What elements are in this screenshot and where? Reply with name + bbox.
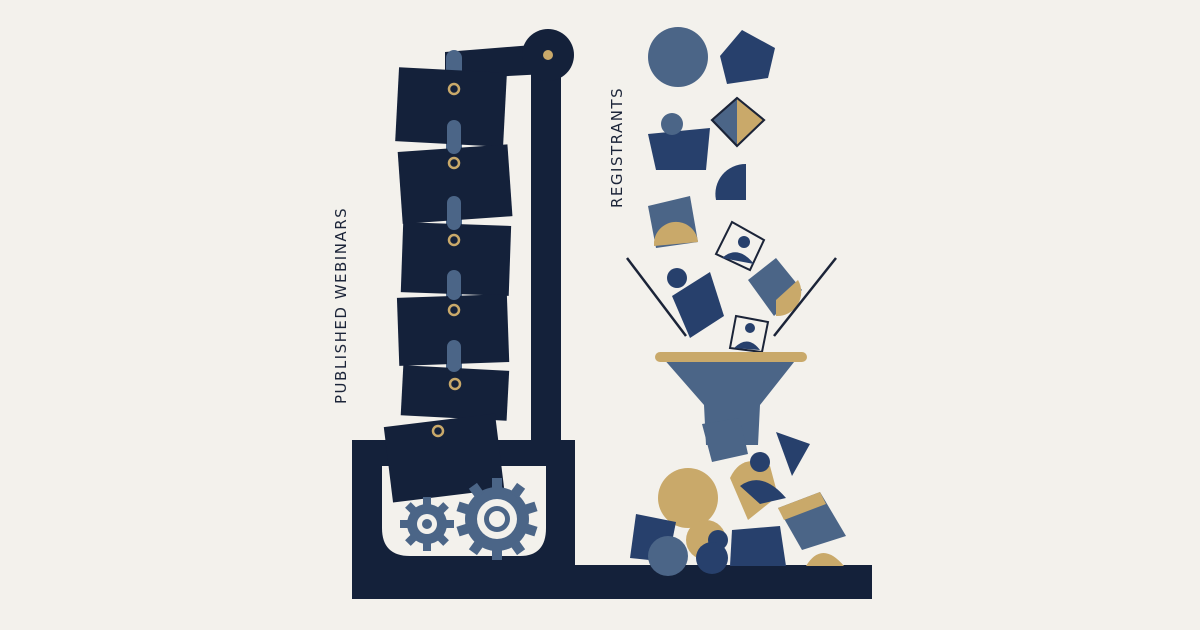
webinar-machine bbox=[352, 29, 872, 599]
registrant-shape bbox=[658, 468, 718, 528]
person-icon bbox=[648, 113, 710, 170]
webinar-card bbox=[395, 67, 507, 147]
machine-arm bbox=[445, 44, 546, 90]
floor-base bbox=[352, 565, 872, 599]
person-icon bbox=[728, 314, 770, 354]
pulley-pin bbox=[543, 50, 553, 60]
person-icon bbox=[730, 452, 786, 520]
registrant-shapes bbox=[626, 27, 846, 576]
webinar-card bbox=[397, 144, 513, 224]
funnel-guide bbox=[626, 257, 687, 337]
webinar-card bbox=[396, 294, 510, 366]
registrant-shape bbox=[748, 258, 802, 317]
webinar-card bbox=[400, 365, 510, 421]
registrant-shape bbox=[648, 27, 708, 87]
registrant-shape bbox=[648, 536, 688, 576]
funnel-icon bbox=[655, 352, 807, 445]
funnel-guide bbox=[773, 257, 837, 337]
registrant-shape bbox=[730, 526, 786, 566]
registrant-shape bbox=[776, 432, 810, 476]
registrant-shape bbox=[696, 542, 728, 574]
card-rivets bbox=[431, 82, 462, 438]
webinar-stack bbox=[383, 67, 513, 503]
webinar-card bbox=[383, 413, 505, 503]
webinar-card bbox=[400, 222, 512, 296]
registrants-label: REGISTRANTS bbox=[608, 87, 626, 208]
registrant-shape bbox=[720, 30, 775, 84]
gear-icon bbox=[400, 497, 454, 551]
registrant-shape bbox=[806, 553, 844, 566]
registrant-shape bbox=[778, 492, 846, 550]
registrant-shape bbox=[702, 418, 748, 462]
registrant-shape bbox=[648, 196, 698, 248]
gear-icon bbox=[456, 478, 538, 560]
registrant-shape bbox=[710, 96, 766, 148]
machine-post bbox=[531, 60, 561, 450]
published-webinars-label: PUBLISHED WEBINARS bbox=[332, 207, 350, 404]
registrant-shape bbox=[715, 163, 746, 200]
person-icon bbox=[714, 220, 766, 272]
person-icon bbox=[667, 268, 724, 338]
